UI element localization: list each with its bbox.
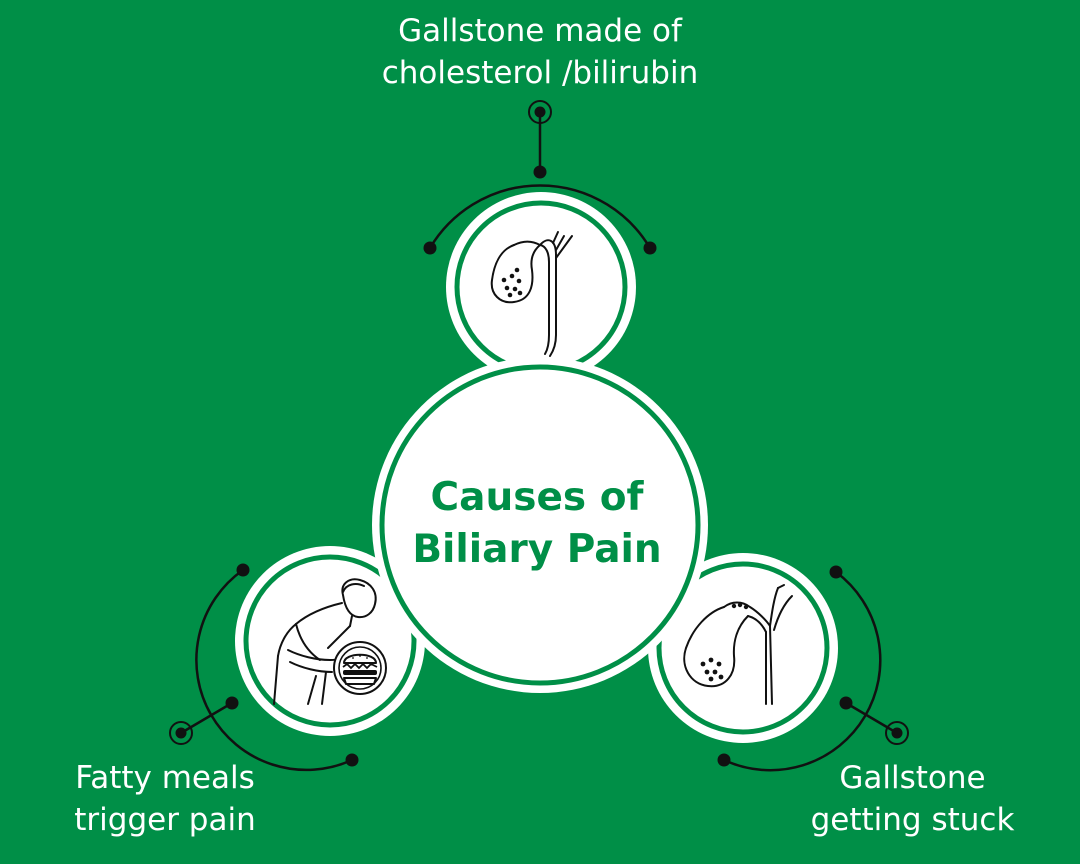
label-right-line-2: getting stuck [810, 802, 1015, 838]
connector-right [723, 570, 909, 772]
connector-left [169, 568, 353, 772]
label-top: Gallstone made of cholesterol /bilirubin [340, 10, 740, 94]
center-outer-circle [372, 357, 708, 693]
pin-ring-right [885, 721, 909, 745]
connector-arc-right [723, 570, 882, 772]
pin-ring-left [169, 721, 193, 745]
title-line-1: Causes of [430, 475, 644, 520]
connector-stem-left [180, 701, 233, 735]
gallstone-stuck-in-duct-icon [683, 584, 793, 705]
arc-end-dot [829, 565, 843, 579]
label-top-line-1: Gallstone made of [398, 13, 682, 49]
connector-dots-left [175, 563, 359, 767]
label-left: Fatty meals trigger pain [30, 757, 300, 841]
connector-top [428, 100, 652, 249]
arc-end-dot [345, 753, 359, 767]
arc-end-dot [643, 241, 657, 255]
arc-junction-dot [225, 696, 239, 710]
connector-dots-top [423, 106, 657, 255]
node-top-outer-circle [446, 192, 636, 382]
node-right [648, 553, 838, 743]
node-left-inner-ring [243, 554, 417, 728]
pin-ring-top [528, 100, 552, 124]
arc-junction-dot [839, 696, 853, 710]
node-right-outer-circle [648, 553, 838, 743]
label-left-line-2: trigger pain [74, 802, 256, 838]
arc-junction-dot [533, 165, 547, 179]
arc-end-dot [423, 241, 437, 255]
diagram-title: Causes of Biliary Pain [380, 472, 694, 576]
connector-dots-right [717, 565, 903, 767]
title-line-2: Biliary Pain [412, 527, 662, 572]
pin-dot-top [534, 106, 546, 118]
node-right-inner-ring [656, 561, 830, 735]
center-inner-ring [379, 364, 701, 686]
center-node [372, 357, 708, 693]
label-top-line-2: cholesterol /bilirubin [381, 55, 699, 91]
label-right-line-1: Gallstone [839, 760, 986, 796]
node-left [235, 546, 425, 736]
burger-icon [333, 641, 387, 695]
connector-stem-right [845, 701, 898, 735]
arc-end-dot [236, 563, 250, 577]
label-left-line-1: Fatty meals [75, 760, 255, 796]
arc-end-dot [717, 753, 731, 767]
connector-arc-top [428, 184, 652, 249]
gallbladder-with-stones-icon [490, 231, 573, 357]
pin-dot-left [175, 727, 187, 739]
node-top [446, 192, 636, 382]
pin-dot-right [891, 727, 903, 739]
label-right: Gallstone getting stuck [780, 757, 1045, 841]
